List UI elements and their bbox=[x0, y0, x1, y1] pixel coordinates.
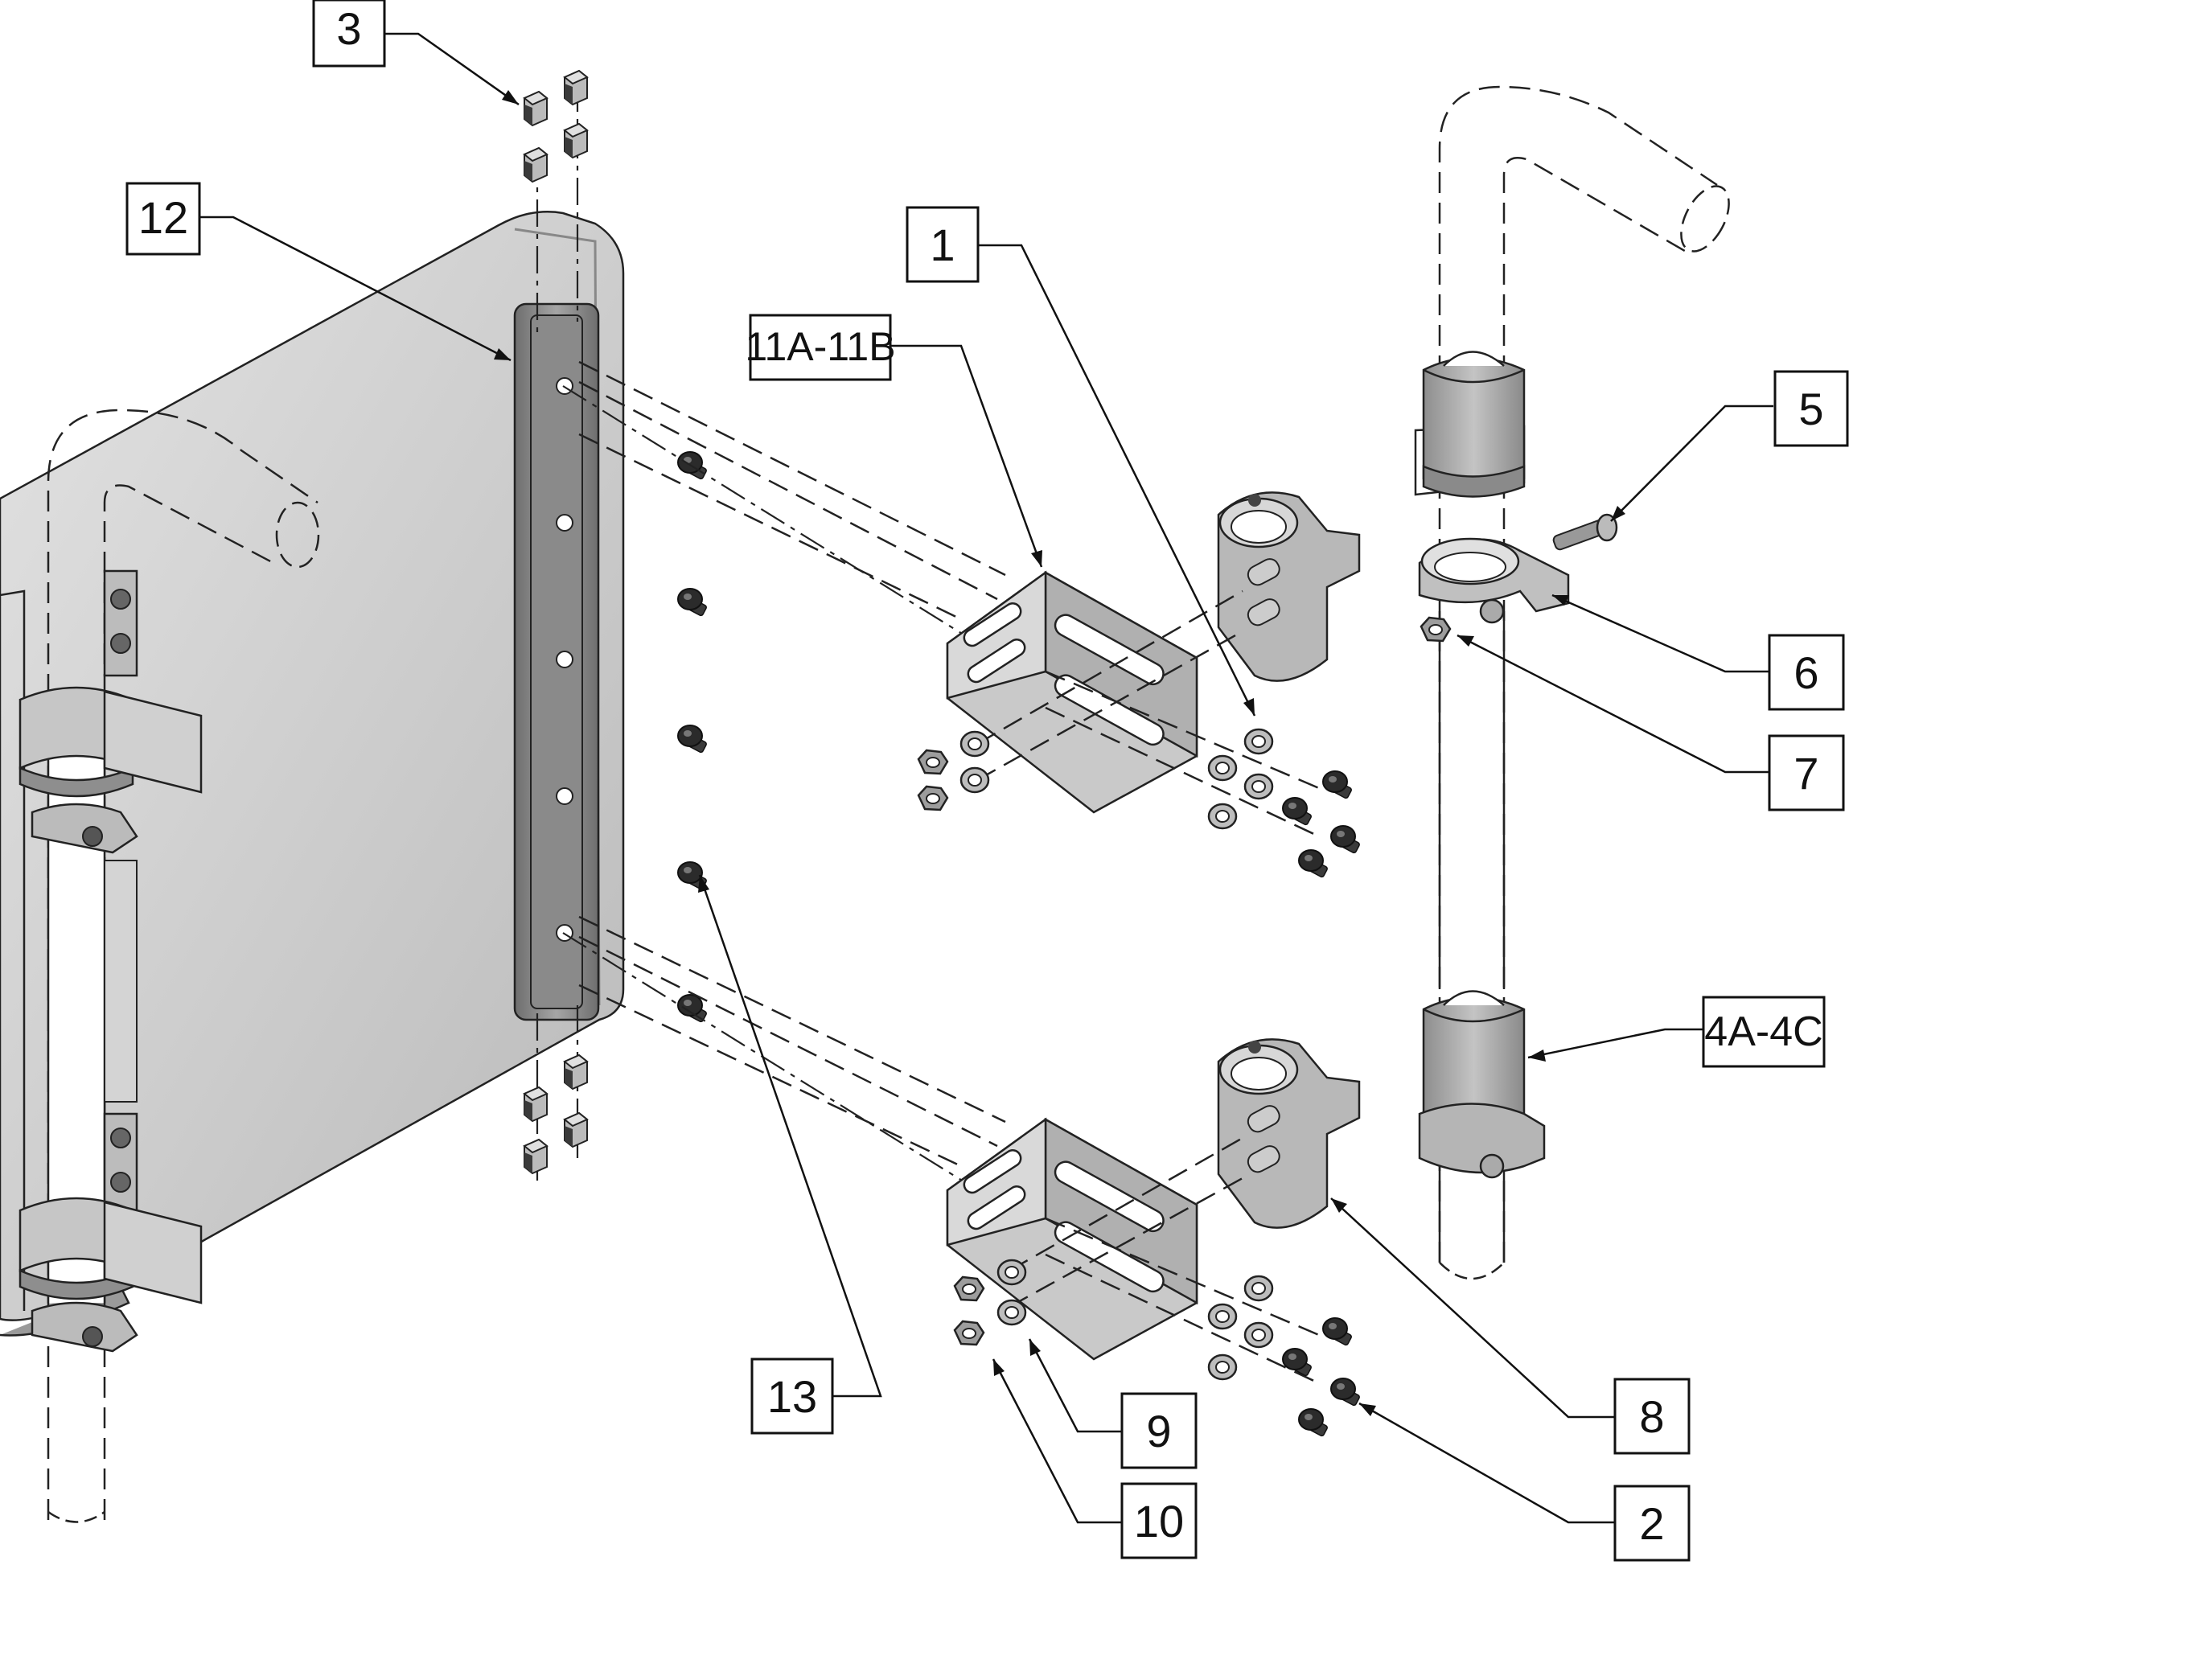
left-lower-clamps bbox=[18, 1112, 203, 1353]
clamp-nut bbox=[1420, 616, 1452, 643]
callout-11: 11A-11B bbox=[745, 314, 896, 381]
callout-11-label: 11A-11B bbox=[745, 324, 895, 369]
mounting-rail bbox=[513, 302, 600, 1021]
right-upper-sleeve bbox=[1414, 351, 1526, 498]
callout-1: 1 bbox=[906, 206, 980, 283]
callout-6-label: 6 bbox=[1793, 647, 1818, 698]
callout-6: 6 bbox=[1768, 634, 1845, 711]
callout-13-label: 13 bbox=[767, 1371, 817, 1422]
t-nuts-top bbox=[524, 70, 588, 338]
callout-12: 12 bbox=[125, 182, 201, 256]
upper-bracket bbox=[946, 570, 1198, 814]
callout-3-label: 3 bbox=[336, 3, 361, 54]
lower-pipe-clamp bbox=[1217, 1038, 1361, 1229]
upper-pipe-clamp bbox=[1217, 491, 1361, 682]
callout-3: 3 bbox=[312, 0, 386, 68]
callout-13: 13 bbox=[750, 1358, 834, 1435]
callout-2: 2 bbox=[1613, 1485, 1691, 1562]
upper-hardware bbox=[917, 589, 1362, 879]
callout-7: 7 bbox=[1768, 734, 1845, 811]
leader-lines bbox=[199, 32, 1773, 1524]
callout-5-label: 5 bbox=[1798, 384, 1823, 434]
callout-10: 10 bbox=[1120, 1482, 1198, 1559]
right-upper-split-clamp bbox=[1418, 537, 1570, 624]
explode-lines bbox=[562, 360, 1030, 1223]
callout-10-label: 10 bbox=[1134, 1496, 1184, 1547]
callout-1-label: 1 bbox=[930, 220, 955, 270]
lower-hardware bbox=[953, 1136, 1362, 1438]
clamp-screw bbox=[1552, 513, 1618, 551]
callout-7-label: 7 bbox=[1793, 748, 1818, 799]
rail-screws bbox=[677, 451, 709, 1024]
callout-2-label: 2 bbox=[1639, 1498, 1664, 1549]
callout-12-label: 12 bbox=[138, 192, 188, 243]
left-upper-clamps bbox=[18, 569, 203, 1103]
callout-8-label: 8 bbox=[1639, 1391, 1664, 1442]
callout-9: 9 bbox=[1120, 1392, 1198, 1469]
callout-8: 8 bbox=[1613, 1378, 1691, 1455]
lower-bracket bbox=[946, 1117, 1198, 1361]
t-nuts-bottom bbox=[524, 1005, 588, 1182]
right-pipe bbox=[1438, 85, 1730, 1280]
callout-5: 5 bbox=[1773, 370, 1849, 447]
callout-4: 4A-4C bbox=[1702, 996, 1826, 1068]
callout-9-label: 9 bbox=[1146, 1406, 1171, 1456]
right-lower-sleeve bbox=[1418, 990, 1546, 1179]
callout-4-label: 4A-4C bbox=[1704, 1008, 1822, 1055]
